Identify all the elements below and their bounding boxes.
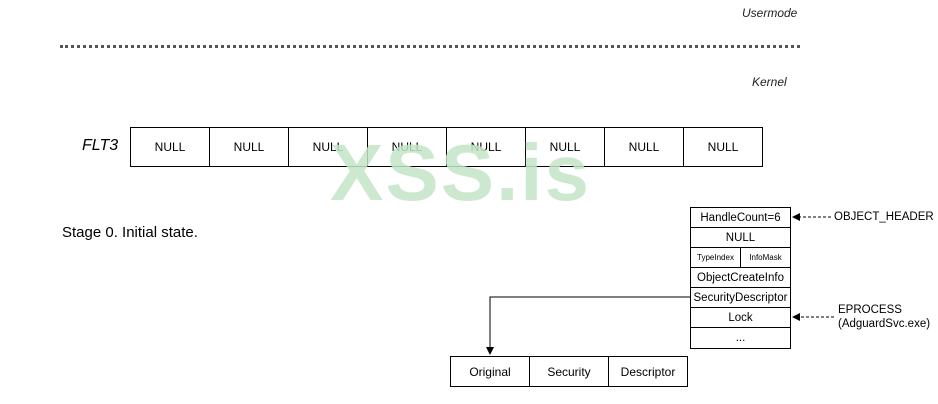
- usermode-label: Usermode: [742, 6, 798, 20]
- stage-caption: Stage 0. Initial state.: [62, 224, 198, 241]
- object-header-split-row: TypeIndex InfoMask: [691, 248, 790, 268]
- usermode-kernel-divider: [60, 45, 800, 48]
- flt3-cell-1: NULL: [209, 127, 289, 167]
- object-header-struct: HandleCount=6 NULL TypeIndex InfoMask Ob…: [690, 207, 791, 349]
- sd-cell-original: Original: [450, 356, 530, 387]
- flt3-cell-2: NULL: [288, 127, 368, 167]
- object-header-annotation: OBJECT_HEADER: [834, 211, 934, 223]
- sd-cell-security: Security: [529, 356, 609, 387]
- object-header-securitydescriptor: SecurityDescriptor: [691, 288, 790, 308]
- eprocess-annotation: EPROCESS (AdguardSvc.exe): [838, 303, 930, 331]
- flt3-cell-7: NULL: [683, 127, 763, 167]
- eprocess-annotation-line1: EPROCESS: [838, 304, 902, 316]
- flt3-label: FLT3: [82, 137, 119, 154]
- eprocess-annotation-line2: (AdguardSvc.exe): [838, 318, 931, 330]
- flt3-cell-3: NULL: [367, 127, 447, 167]
- sd-cell-descriptor: Descriptor: [608, 356, 688, 387]
- flt3-array: NULL NULL NULL NULL NULL NULL NULL NULL: [130, 127, 763, 167]
- object-header-ellipsis: ...: [735, 332, 746, 344]
- object-header-lock: Lock: [691, 308, 790, 328]
- object-header-null: NULL: [691, 228, 790, 248]
- kernel-label: Kernel: [752, 75, 787, 89]
- object-header-typeindex: TypeIndex: [691, 248, 741, 267]
- object-header-handlecount: HandleCount=6: [691, 208, 790, 228]
- object-header-infomask: InfoMask: [749, 253, 782, 262]
- flt3-cell-0: NULL: [130, 127, 210, 167]
- object-header-objectcreateinfo: ObjectCreateInfo: [691, 268, 790, 288]
- security-descriptor-pointer: [486, 296, 690, 355]
- security-descriptor-box: Original Security Descriptor: [450, 356, 688, 387]
- flt3-cell-5: NULL: [525, 127, 605, 167]
- flt3-cell-6: NULL: [604, 127, 684, 167]
- flt3-cell-4: NULL: [446, 127, 526, 167]
